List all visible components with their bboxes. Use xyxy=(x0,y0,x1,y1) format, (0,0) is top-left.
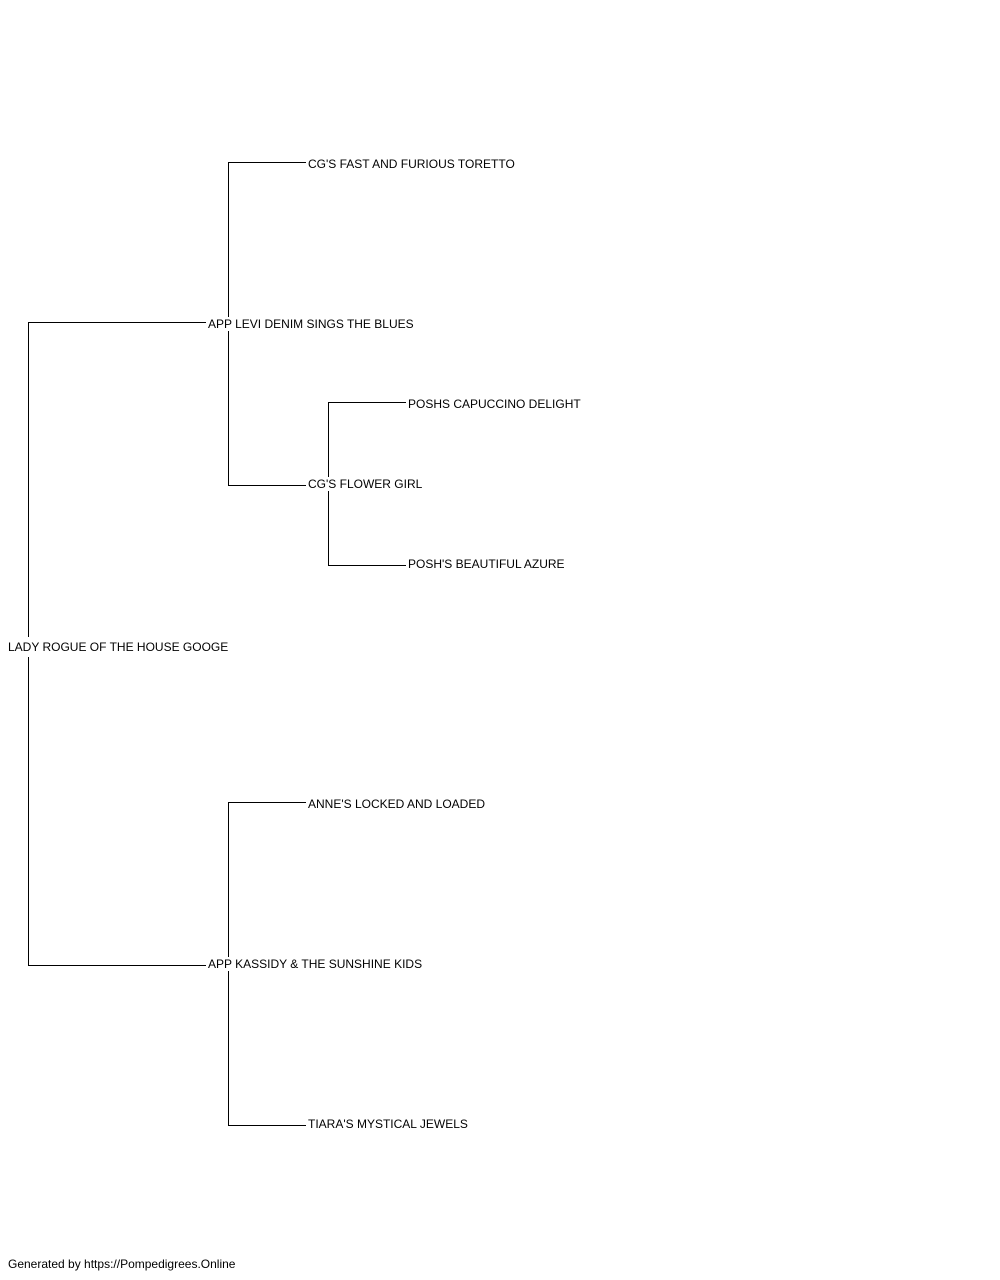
sire-sire-name: CG'S FAST AND FURIOUS TORETTO xyxy=(308,157,515,171)
connector-to-sire-dam-dam xyxy=(328,565,406,566)
connector-to-sire-dam-sire xyxy=(328,402,406,403)
sire-dam-sire-name: POSHS CAPUCCINO DELIGHT xyxy=(408,397,581,411)
connector-to-dam xyxy=(28,965,206,966)
connector-to-sire xyxy=(28,322,206,323)
sire-name: APP LEVI DENIM SINGS THE BLUES xyxy=(208,317,414,331)
connector-to-sire-dam xyxy=(228,485,306,486)
dam-dam-name: TIARA'S MYSTICAL JEWELS xyxy=(308,1117,468,1131)
connector-to-dam-dam xyxy=(228,1125,306,1126)
dam-sire-name: ANNE'S LOCKED AND LOADED xyxy=(308,797,486,811)
sire-dam-name: CG'S FLOWER GIRL xyxy=(308,477,423,491)
dam-name: APP KASSIDY & THE SUNSHINE KIDS xyxy=(208,957,423,971)
connector-to-dam-sire xyxy=(228,802,306,803)
connector-to-sire-sire xyxy=(228,162,306,163)
sire-dam-dam-name: POSH'S BEAUTIFUL AZURE xyxy=(408,557,565,571)
footer-credit: Generated by https://Pompedigrees.Online xyxy=(8,1257,236,1271)
subject-name: LADY ROGUE OF THE HOUSE GOOGE xyxy=(8,637,229,657)
